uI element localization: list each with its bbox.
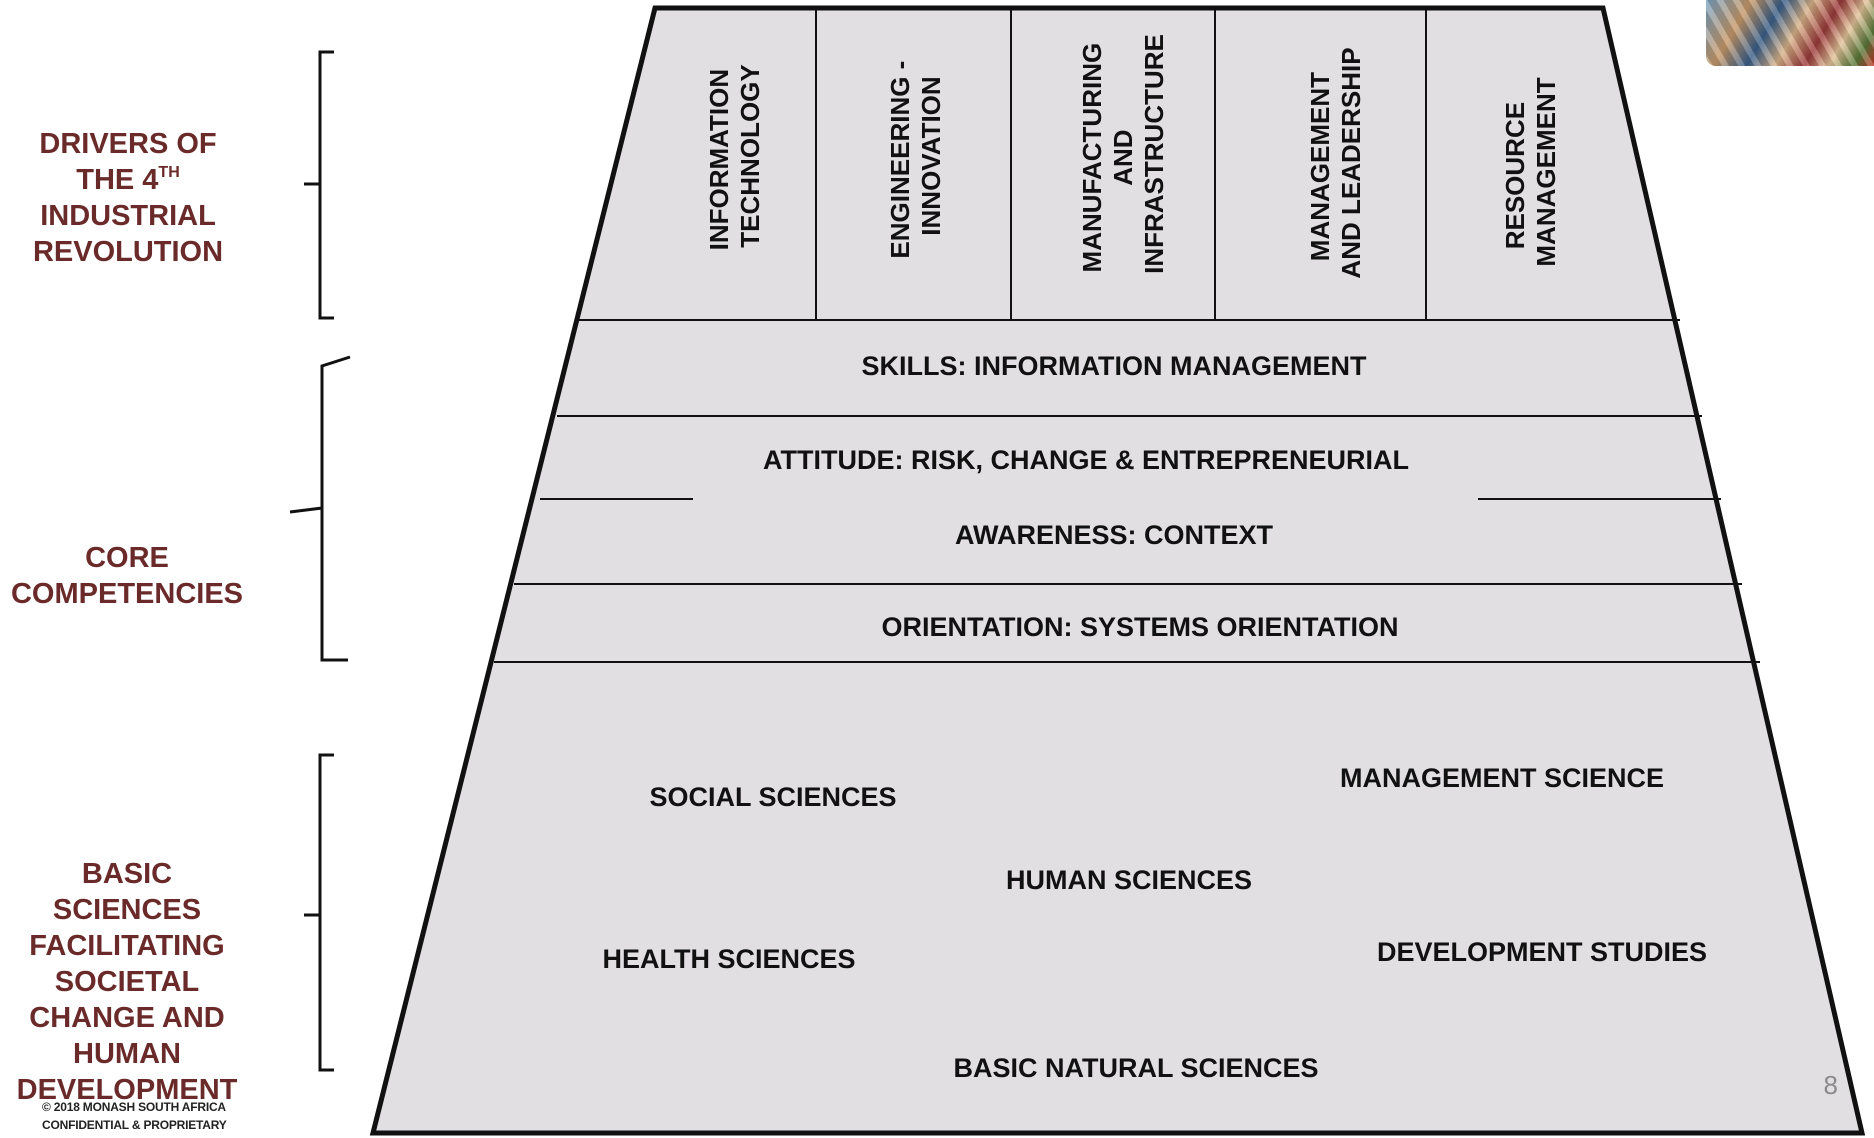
label-basic-line3: FACILITATING	[29, 930, 225, 962]
driver-it-line2: TECHNOLOGY	[735, 64, 765, 247]
label-basic-line4: SOCIETAL	[54, 966, 200, 998]
label-basic-line6: HUMAN	[73, 1038, 181, 1070]
driver-eng-line1: ENGINEERING -	[885, 61, 915, 259]
brace-basic	[304, 753, 334, 1072]
driver-res-line2: MANAGEMENT	[1531, 77, 1561, 266]
footer-line1: © 2018 MONASH SOUTH AFRICA	[42, 1100, 226, 1114]
label-drivers-line4: REVOLUTION	[32, 236, 224, 268]
brace-core	[289, 355, 351, 662]
label-basic-line1: BASIC	[81, 858, 173, 890]
driver-resource-management: RESOURCE MANAGEMENT	[1500, 77, 1561, 266]
science-social: SOCIAL SCIENCES	[649, 782, 896, 812]
label-core-line2: COMPETENCIES	[10, 578, 244, 610]
driver-engineering-innovation: ENGINEERING - INNOVATION	[885, 53, 946, 258]
label-core-line1: CORE	[85, 542, 169, 574]
driver-mgmt-line2: AND LEADERSHIP	[1336, 47, 1366, 278]
label-core: CORE COMPETENCIES	[2, 540, 252, 612]
driver-information-technology: INFORMATION TECHNOLOGY	[704, 62, 765, 251]
competency-skills: SKILLS: INFORMATION MANAGEMENT	[862, 351, 1367, 381]
label-drivers-the: THE 4	[76, 164, 159, 196]
driver-mgmt-line1: MANAGEMENT	[1305, 72, 1335, 261]
label-drivers-line2: THE 4TH	[18, 162, 238, 198]
trapezoid-outline	[369, 5, 1866, 1136]
logo-image	[1706, 0, 1874, 66]
footer-line2: CONFIDENTIAL & PROPRIETARY	[42, 1118, 227, 1132]
driver-mfg-line2: AND	[1108, 129, 1138, 185]
page-number: 8	[1823, 1070, 1838, 1100]
science-natural: BASIC NATURAL SCIENCES	[953, 1053, 1318, 1083]
driver-it-line1: INFORMATION	[704, 69, 734, 251]
science-development: DEVELOPMENT STUDIES	[1377, 937, 1707, 967]
label-basic-line5: CHANGE AND	[29, 1002, 225, 1034]
competency-attitude: ATTITUDE: RISK, CHANGE & ENTREPRENEURIAL	[763, 445, 1409, 475]
label-drivers-sup: TH	[158, 164, 180, 181]
brace-drivers	[304, 50, 334, 320]
science-human: HUMAN SCIENCES	[1006, 865, 1252, 895]
science-health: HEALTH SCIENCES	[602, 944, 855, 974]
driver-mfg-line1: MANUFACTURING	[1077, 43, 1107, 273]
label-basic: BASIC SCIENCES FACILITATING SOCIETAL CHA…	[0, 856, 254, 1108]
label-drivers-line3: INDUSTRIAL	[40, 200, 216, 232]
driver-eng-line2: INNOVATION	[916, 76, 946, 235]
competency-awareness: AWARENESS: CONTEXT	[955, 520, 1274, 550]
driver-res-line1: RESOURCE	[1500, 102, 1530, 249]
label-basic-line2: SCIENCES	[52, 894, 202, 926]
science-management: MANAGEMENT SCIENCE	[1340, 763, 1664, 793]
driver-mfg-line3: INFRASTRUCTURE	[1139, 34, 1169, 274]
driver-management-leadership: MANAGEMENT AND LEADERSHIP	[1305, 47, 1366, 278]
competency-orientation: ORIENTATION: SYSTEMS ORIENTATION	[882, 612, 1399, 642]
label-drivers: DRIVERS OF THE 4TH INDUSTRIAL REVOLUTION	[18, 126, 238, 270]
driver-manufacturing-infrastructure: MANUFACTURING AND INFRASTRUCTURE	[1077, 34, 1169, 274]
label-drivers-line1: DRIVERS OF	[39, 128, 217, 160]
label-basic-line7: DEVELOPMENT	[16, 1074, 238, 1106]
footer-copyright: © 2018 MONASH SOUTH AFRICA CONFIDENTIAL …	[42, 1100, 227, 1132]
